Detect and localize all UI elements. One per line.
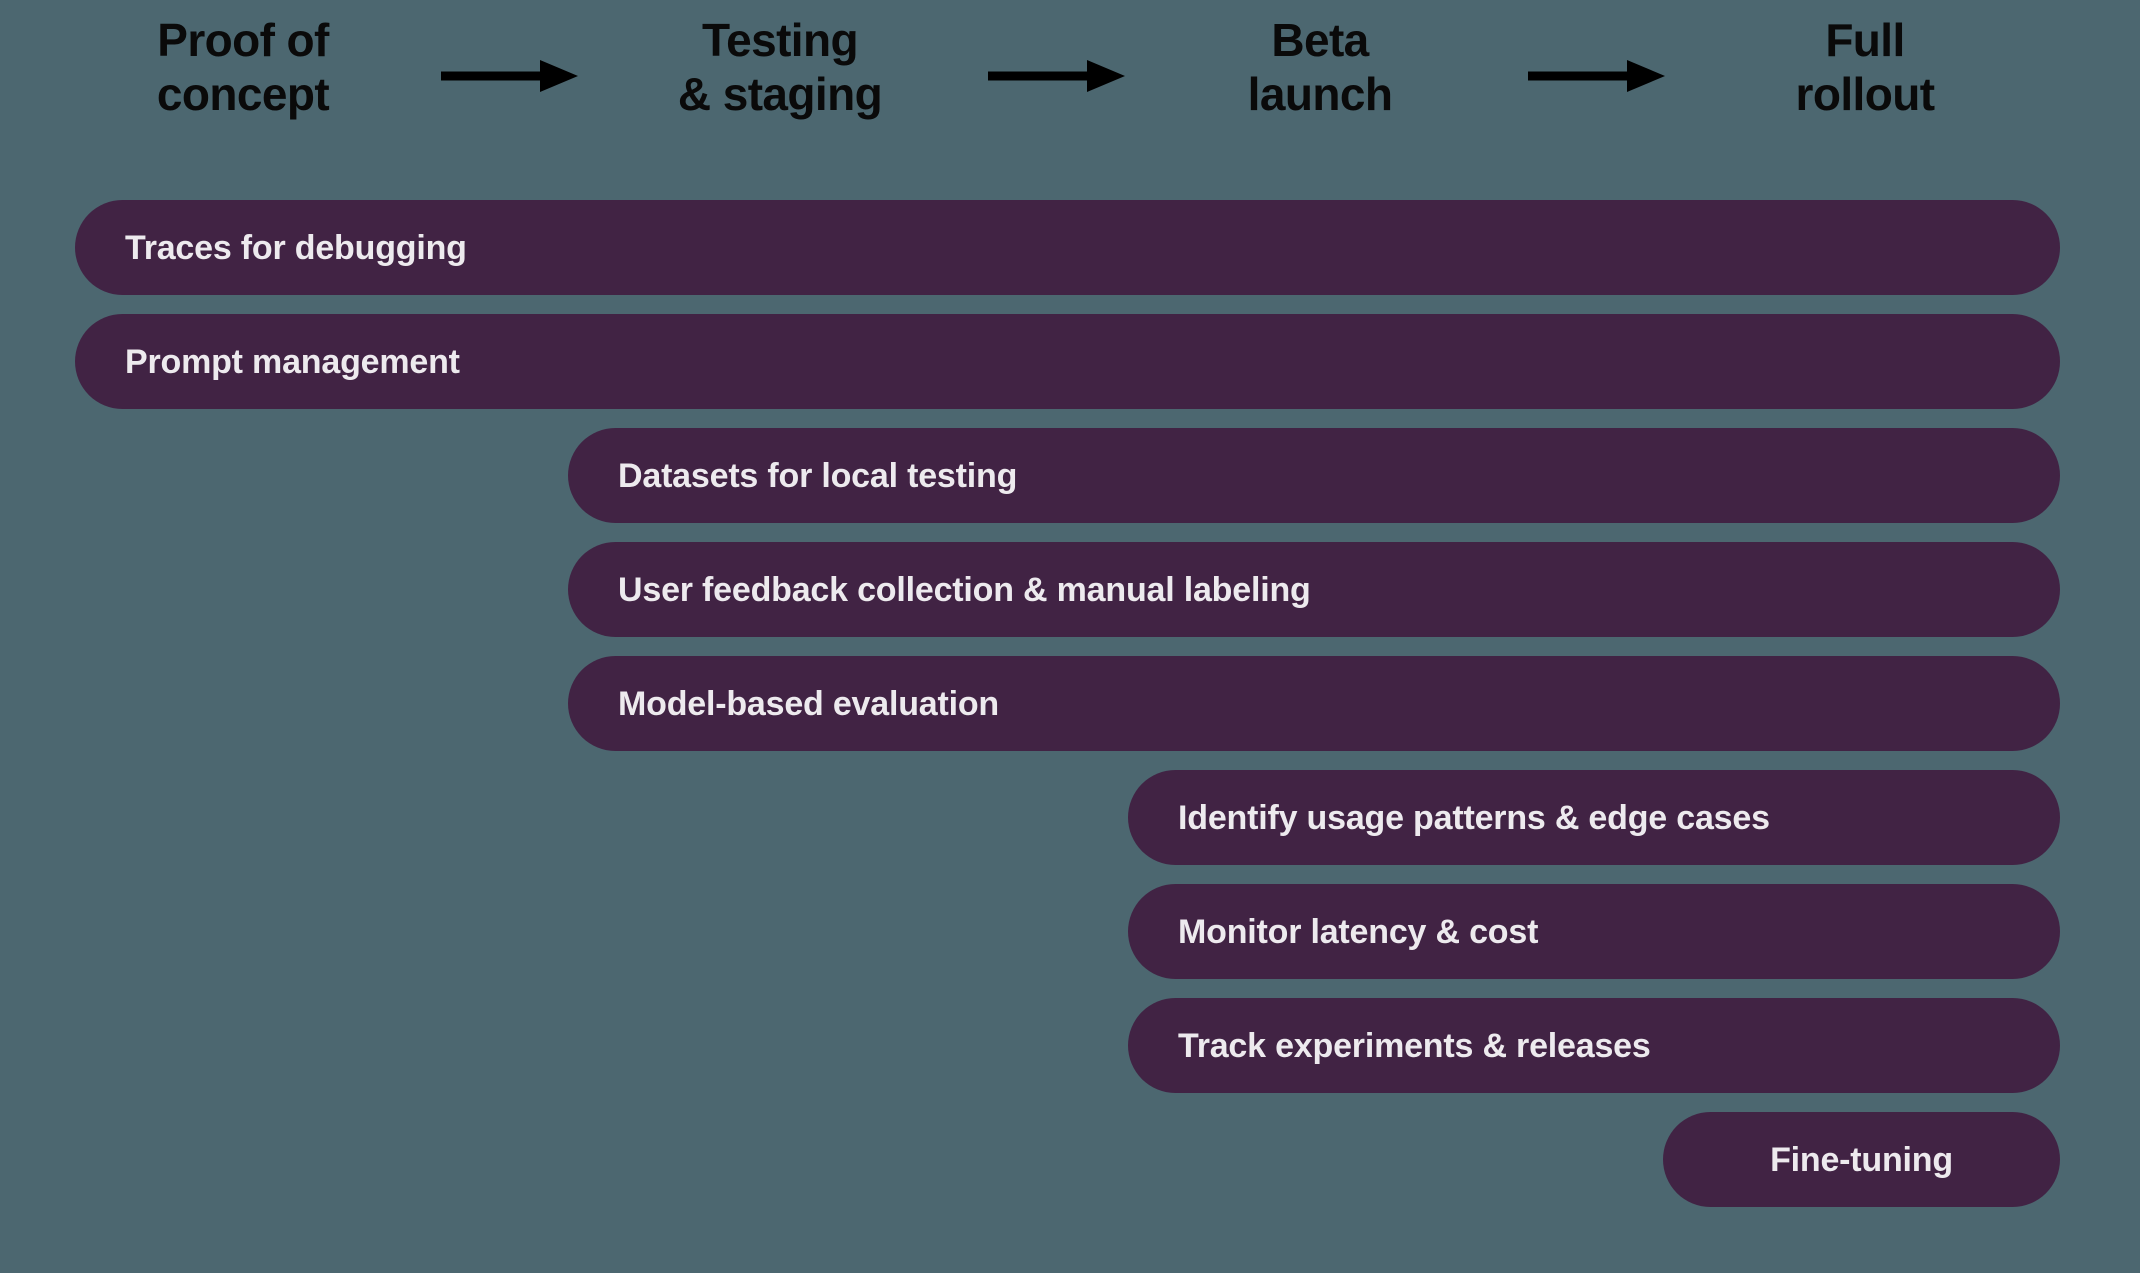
capability-bar-label: User feedback collection & manual labeli… [618, 570, 1311, 609]
capability-bar[interactable]: Datasets for local testing [568, 428, 2060, 523]
stage-label-1: Proof of concept [156, 14, 330, 120]
stage-label-4: Full rollout [1795, 14, 1935, 120]
capability-bar-label: Identify usage patterns & edge cases [1178, 798, 1770, 837]
stage-header: Proof of concept Testing & staging Beta la… [0, 0, 2140, 150]
capability-bar-label: Monitor latency & cost [1178, 912, 1539, 951]
capability-bar[interactable]: Monitor latency & cost [1128, 884, 2060, 979]
capability-bar-label: Prompt management [125, 342, 460, 381]
arrow-beta-to-rollout-icon [1528, 58, 1665, 94]
capability-bar[interactable]: Model-based evaluation [568, 656, 2060, 751]
capability-bar[interactable]: Identify usage patterns & edge cases [1128, 770, 2060, 865]
stage-label-2: Testing & staging [677, 14, 883, 120]
capability-bar-label: Model-based evaluation [618, 684, 1000, 723]
capability-bar-label: Fine-tuning [1770, 1140, 1953, 1179]
capability-bar[interactable]: Prompt management [75, 314, 2060, 409]
capability-bar[interactable]: Track experiments & releases [1128, 998, 2060, 1093]
capability-bar[interactable]: Fine-tuning [1663, 1112, 2060, 1207]
stage-label-3: Beta launch [1247, 14, 1393, 120]
arrow-poc-to-testing-icon [441, 58, 578, 94]
capability-bar-label: Datasets for local testing [618, 456, 1018, 495]
capability-bar-label: Track experiments & releases [1178, 1026, 1651, 1065]
capability-bar-label: Traces for debugging [125, 228, 467, 267]
arrow-testing-to-beta-icon [988, 58, 1125, 94]
capability-bar[interactable]: User feedback collection & manual labeli… [568, 542, 2060, 637]
capability-bar[interactable]: Traces for debugging [75, 200, 2060, 295]
